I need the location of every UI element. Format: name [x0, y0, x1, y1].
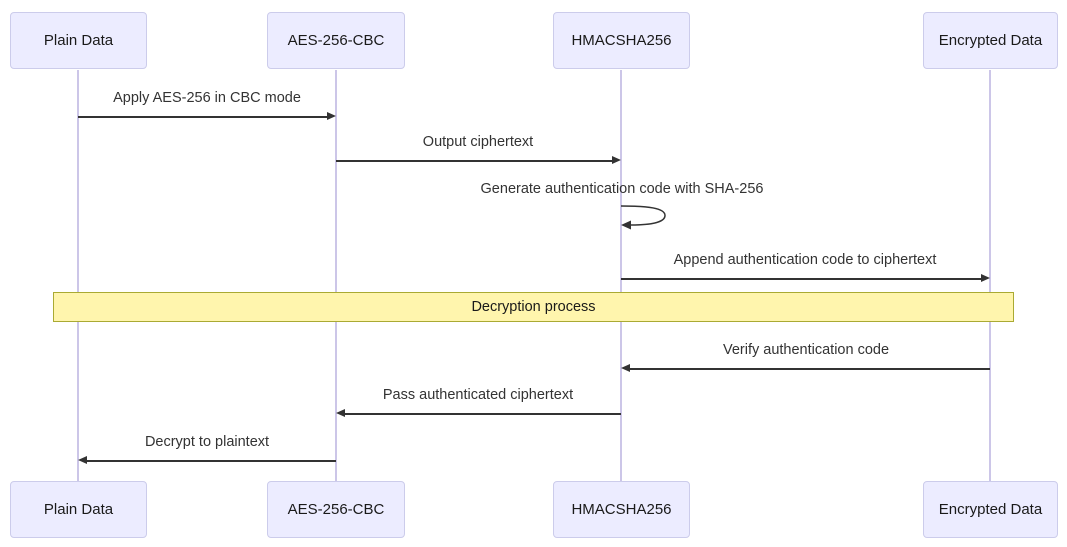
arrowhead-left-icon	[78, 456, 87, 464]
actor-label: AES-256-CBC	[287, 501, 385, 518]
actor-top-plain-data: Plain Data	[10, 12, 147, 69]
arrowhead-right-icon	[981, 274, 990, 282]
actor-bottom-encrypted-data: Encrypted Data	[923, 481, 1058, 538]
actor-top-aes-256-cbc: AES-256-CBC	[267, 12, 405, 69]
self-loop-arrow-icon	[620, 205, 666, 230]
message-line-pass-ciphertext	[345, 413, 621, 415]
message-label-generate-auth-code: Generate authentication code with SHA-25…	[480, 181, 764, 197]
actor-label: Plain Data	[43, 501, 114, 518]
actor-label: Plain Data	[43, 32, 114, 49]
arrowhead-right-icon	[612, 156, 621, 164]
actor-bottom-plain-data: Plain Data	[10, 481, 147, 538]
message-label-verify-auth-code: Verify authentication code	[722, 342, 890, 358]
actor-label: HMACSHA256	[571, 501, 672, 518]
message-line-decrypt-plaintext	[87, 460, 336, 462]
message-line-append-auth-code	[621, 278, 981, 280]
message-line-verify-auth-code	[630, 368, 990, 370]
arrowhead-right-icon	[327, 112, 336, 120]
lifeline-hmacsha256	[620, 70, 622, 482]
actor-top-hmacsha256: HMACSHA256	[553, 12, 690, 69]
message-label-append-auth-code: Append authentication code to ciphertext	[673, 252, 937, 268]
message-label-output-ciphertext: Output ciphertext	[422, 134, 534, 150]
actor-top-encrypted-data: Encrypted Data	[923, 12, 1058, 69]
actor-bottom-hmacsha256: HMACSHA256	[553, 481, 690, 538]
actor-label: Encrypted Data	[938, 32, 1043, 49]
arrowhead-left-icon	[621, 364, 630, 372]
actor-label: HMACSHA256	[571, 32, 672, 49]
message-label-pass-ciphertext: Pass authenticated ciphertext	[382, 387, 574, 403]
message-line-apply-aes	[78, 116, 327, 118]
actor-label: AES-256-CBC	[287, 32, 385, 49]
lifeline-plain-data	[77, 70, 79, 482]
arrowhead-left-icon	[336, 409, 345, 417]
message-line-output-ciphertext	[336, 160, 612, 162]
lifeline-aes-256-cbc	[335, 70, 337, 482]
note-label: Decryption process	[471, 299, 596, 315]
message-label-apply-aes: Apply AES-256 in CBC mode	[113, 90, 301, 106]
message-label-decrypt-plaintext: Decrypt to plaintext	[144, 434, 270, 450]
actor-bottom-aes-256-cbc: AES-256-CBC	[267, 481, 405, 538]
note-decryption-process: Decryption process	[53, 292, 1014, 322]
actor-label: Encrypted Data	[938, 501, 1043, 518]
